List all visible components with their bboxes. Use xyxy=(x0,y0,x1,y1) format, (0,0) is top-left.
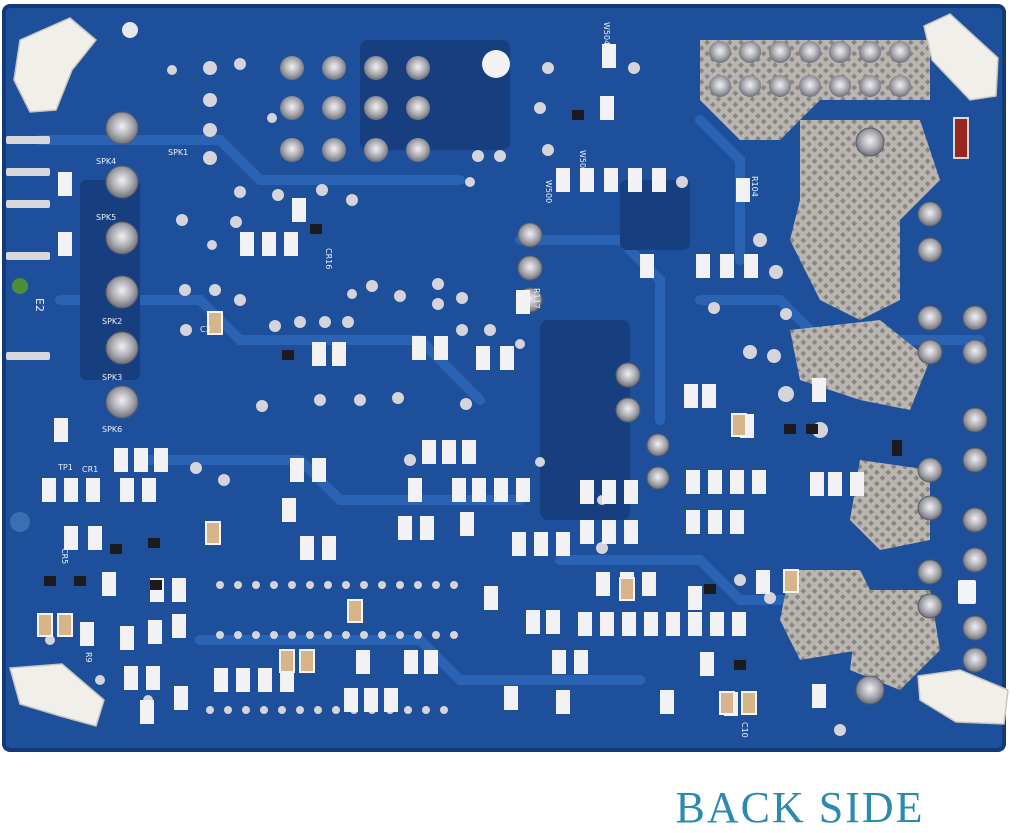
silk-w500: W500 xyxy=(544,180,553,203)
silk-c10: C10 xyxy=(740,722,749,738)
silk-r117: R117 xyxy=(532,288,541,309)
silk-w501: W501 xyxy=(578,150,587,173)
silk-c3: C3 xyxy=(200,325,211,334)
silk-spk6: SPK6 xyxy=(102,425,122,434)
silk-spk1: SPK1 xyxy=(168,148,188,157)
silk-r104: R104 xyxy=(750,176,759,197)
vias xyxy=(45,22,846,736)
silk-cr5: CR5 xyxy=(60,548,69,564)
silk-tp1: TP1 xyxy=(57,463,73,472)
through-hole-pads xyxy=(105,111,988,705)
silk-r9: R9 xyxy=(84,652,93,663)
mounting-dot xyxy=(10,512,30,532)
ground-plane xyxy=(80,40,690,520)
caption-back-side: BACK SIDE xyxy=(675,783,925,832)
smd-resistors xyxy=(42,44,864,724)
silk-spk3: SPK3 xyxy=(102,373,122,382)
silk-spk2: SPK2 xyxy=(102,317,122,326)
silk-w504: W504 xyxy=(602,22,611,45)
silk-spk4: SPK4 xyxy=(96,157,116,166)
silk-cr1: CR1 xyxy=(82,465,98,474)
edge-connector xyxy=(6,136,50,360)
pcb-board xyxy=(4,6,1004,750)
silk-cr16: CR16 xyxy=(324,248,333,269)
transistors xyxy=(44,110,818,670)
silk-spk5: SPK5 xyxy=(96,213,116,222)
nylon-standoffs xyxy=(9,13,1009,727)
pin-header-rows xyxy=(206,581,458,714)
pad-array-top xyxy=(280,41,911,162)
circuit-board-photo: SPK1 SPK4 SPK5 SPK2 SPK3 SPK6 E2 CR1 CR5… xyxy=(2,4,1009,752)
silk-e2: E2 xyxy=(33,298,46,312)
red-diode xyxy=(953,117,969,159)
smd-capacitors xyxy=(37,311,799,715)
